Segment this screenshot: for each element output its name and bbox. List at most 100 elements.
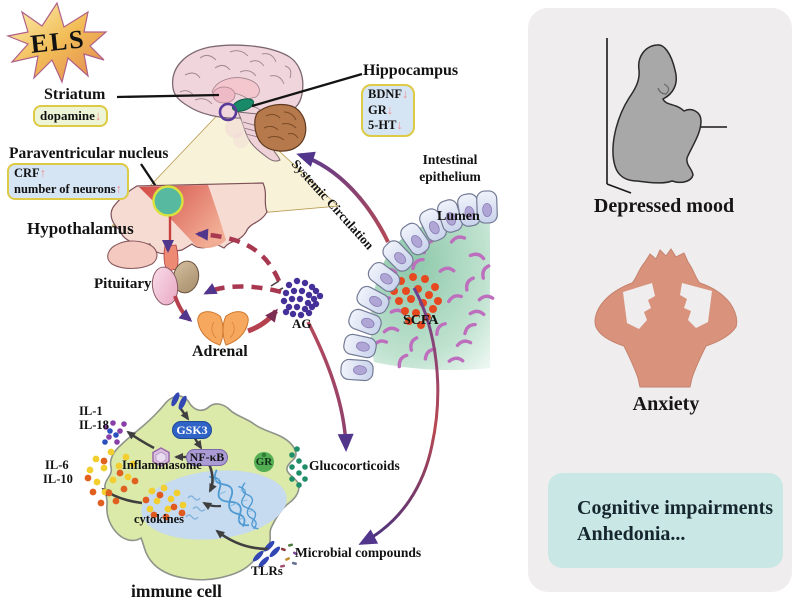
arm-gap-left xyxy=(623,283,655,329)
il1-label: IL-1 xyxy=(79,404,103,418)
anxious-person-silhouette xyxy=(594,248,738,388)
marker-row: GR↓ xyxy=(368,103,408,119)
bdnf-text: BDNF xyxy=(368,87,403,101)
microbial-fragments xyxy=(280,543,298,568)
adrenal-label: Adrenal xyxy=(192,343,248,360)
down-arrow-icon: ↓ xyxy=(396,118,403,133)
anxiety-label: Anxiety xyxy=(632,393,700,415)
depressed-figure xyxy=(606,38,727,194)
immune-cell-illustration xyxy=(101,392,300,581)
feedback-to-pituitary-arrow xyxy=(203,283,282,296)
impairments-line2: Anhedonia... xyxy=(577,523,686,545)
cerebellum-folds xyxy=(263,111,299,141)
brain-illustration xyxy=(172,44,307,162)
adrenal-illustration xyxy=(197,311,249,346)
hpa-axis-arrows xyxy=(162,151,440,545)
inflammasome-label: Inflammasome xyxy=(122,458,202,472)
ghost-circle xyxy=(225,118,245,138)
paraventricular-nucleus xyxy=(152,185,184,217)
marker-row: BDNF↓ xyxy=(368,87,408,103)
pituitary-to-adrenal-arrow xyxy=(173,295,193,322)
tlr-to-nucleus-arrow xyxy=(215,529,269,551)
nfkb-pill: NF-κB xyxy=(186,449,228,466)
hippocampus-markers-box: BDNF↓ GR↓ 5-HT↓ xyxy=(361,84,416,137)
depressed-mood-label: Depressed mood xyxy=(593,195,735,217)
immune-cell-label: immune cell xyxy=(131,581,222,600)
neurons-text: number of neurons xyxy=(14,181,116,196)
dopamine-box: dopamine↓ xyxy=(33,105,109,128)
arm-gap-right xyxy=(680,283,712,328)
marker-row: 5-HT↓ xyxy=(368,118,408,134)
dna-to-cytokines-arrow xyxy=(202,502,222,510)
els-starburst xyxy=(5,1,108,84)
impairments-line1: Cognitive impairments xyxy=(577,497,774,519)
glucocorticoids-label: Glucocorticoids xyxy=(309,458,400,473)
gut-to-microbial-compounds-arrow xyxy=(358,287,440,545)
pituitary-anterior xyxy=(151,266,179,306)
intestinal-epithelium-label: Intestinal epithelium xyxy=(419,152,481,184)
cerebellum xyxy=(254,103,307,152)
face-detail xyxy=(657,83,670,95)
pvn-label: Paraventricular nucleus xyxy=(9,145,169,162)
hippocampus-region xyxy=(231,98,255,112)
up-arrow-icon: ↑ xyxy=(39,166,46,180)
gr-ligand-dot xyxy=(261,452,267,458)
glucocorticoid-dots xyxy=(289,446,308,488)
il1-il18-dots xyxy=(102,420,127,445)
nfkb-to-dna-arrow xyxy=(207,463,217,493)
tlrs-label: TLRs xyxy=(251,563,283,578)
mrna-squiggles xyxy=(185,495,206,520)
cognitive-impairments-box: Cognitive impairments Anhedonia... xyxy=(548,473,783,568)
crf-text: CRF xyxy=(14,166,40,180)
systemic-circulation-arrow xyxy=(296,151,390,243)
il6-label: IL-6 xyxy=(45,458,69,472)
lumen-label: Lumen xyxy=(437,209,480,224)
gr-text: GR xyxy=(368,102,387,117)
pituitary-label: Pituitary xyxy=(94,276,152,292)
cytokine-dots-red xyxy=(142,491,186,521)
down-arrow-icon: ↓ xyxy=(402,87,409,101)
cytokines-label: cytokines xyxy=(134,512,184,526)
hypothalamus-ring xyxy=(218,102,238,122)
signalling-arrows xyxy=(101,408,269,551)
cortex-sulci xyxy=(179,50,292,113)
inflammasome-to-il-arrow xyxy=(126,430,155,450)
gr-label: GR xyxy=(255,456,273,468)
feedback-to-hypothalamus-arrow xyxy=(195,228,282,282)
down-arrow-icon: ↓ xyxy=(386,102,393,117)
ag-to-glucocorticoids-arrow xyxy=(306,321,354,452)
marker-row: CRF↑ xyxy=(14,166,122,182)
hippocampus-label: Hippocampus xyxy=(363,62,459,79)
scfa-label: SCFA xyxy=(403,313,439,328)
ag-hormone-cluster xyxy=(280,277,324,319)
receptor-to-gsk3-arrow xyxy=(180,408,190,421)
il10-label: IL-10 xyxy=(43,472,73,486)
hypothalamus-label: Hypothalamus xyxy=(27,219,134,238)
hunched-person-silhouette xyxy=(612,44,702,184)
il6-il10-dots xyxy=(84,448,139,507)
marker-row: number of neurons↑ xyxy=(14,182,122,198)
hippocampus-pointer xyxy=(251,72,363,108)
down-arrow-icon: ↓ xyxy=(94,108,102,123)
adrenal-to-ag-arrow xyxy=(247,308,278,334)
hypothalamus-lobe xyxy=(107,240,158,270)
anxiety-figure xyxy=(594,248,738,388)
cytokine-dots xyxy=(146,484,187,513)
gsk3-pill: GSK3 xyxy=(172,421,212,439)
il18-label: IL-18 xyxy=(79,418,109,432)
striatum-label: Striatum xyxy=(44,86,106,103)
ag-label: AG xyxy=(292,316,312,331)
up-arrow-icon: ↑ xyxy=(115,181,122,196)
els-label: ELS xyxy=(29,24,87,59)
gr-receptor-circle xyxy=(254,452,274,472)
5ht-text: 5-HT xyxy=(368,118,397,133)
corner-lines xyxy=(606,38,727,194)
dopamine-text: dopamine xyxy=(40,108,95,123)
membrane-receptor-icon xyxy=(171,392,187,410)
ghost-circle xyxy=(233,132,249,148)
inflammasome-core xyxy=(155,451,167,464)
microbial-compounds-label: Microbial compounds xyxy=(295,545,422,560)
striatum-pointer xyxy=(116,93,220,99)
